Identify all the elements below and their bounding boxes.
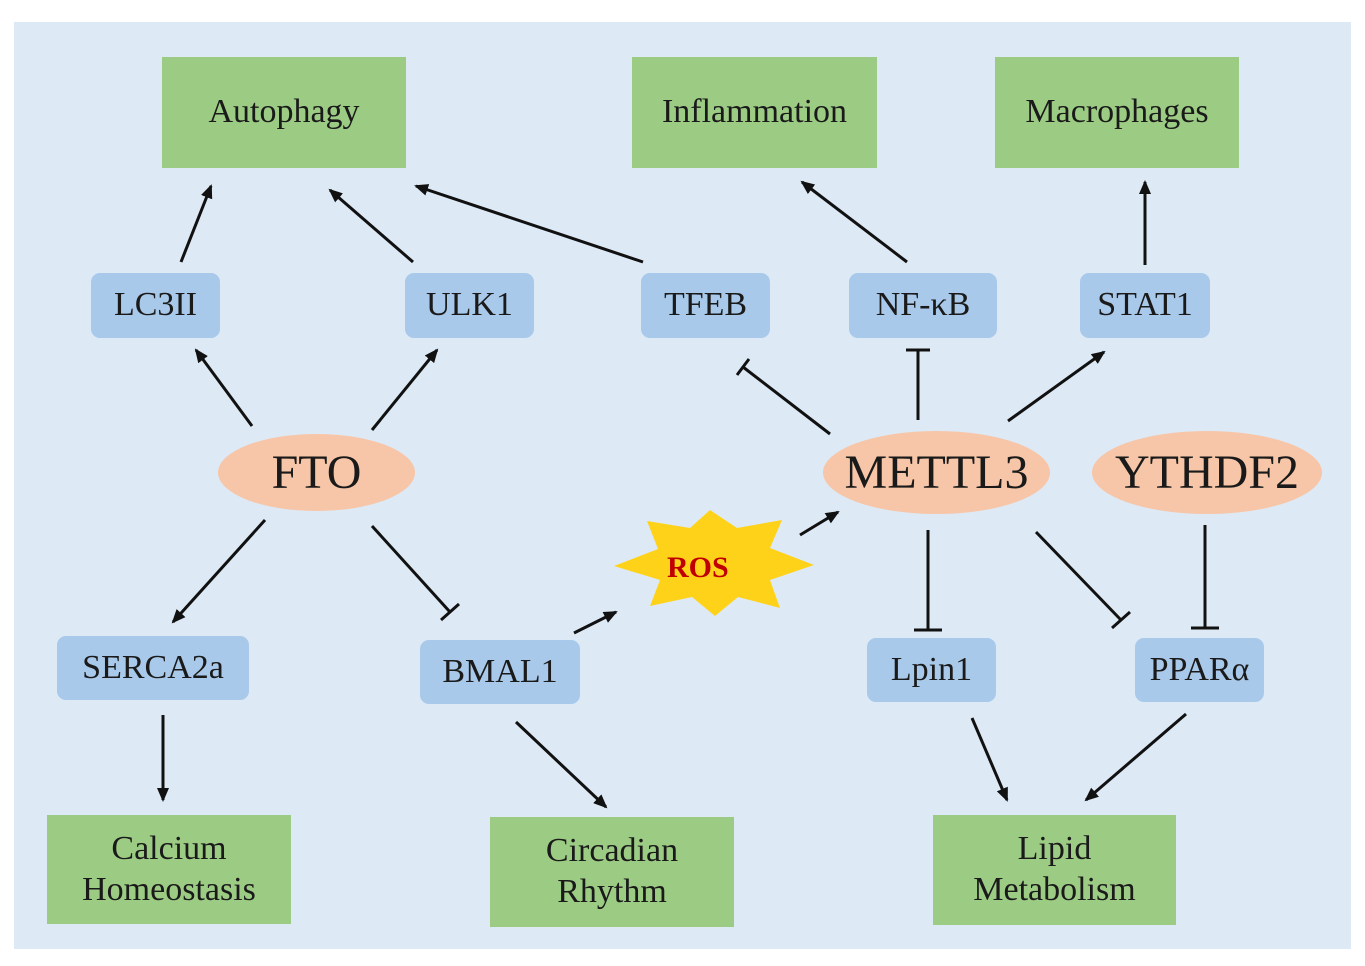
edge-fto-inhibits-bmal1: [370, 524, 452, 614]
edge-bmal1-circadian: [514, 720, 608, 809]
circadian-line2: Rhythm: [557, 873, 667, 910]
edge-lc3ii-autophagy: [179, 184, 213, 263]
macrophages-label: Macrophages: [1025, 93, 1209, 131]
mettl3-ellipse: METTL3: [823, 431, 1050, 514]
lipid-metabolism-box: Lipid Metabolism: [933, 815, 1176, 925]
inflammation-label: Inflammation: [661, 93, 848, 131]
bmal1-label: BMAL1: [442, 652, 558, 690]
edge-lpin1-lipid: [970, 717, 1009, 802]
ppara-label: PPARα: [1149, 650, 1250, 688]
edge-fto-lc3ii: [194, 348, 254, 427]
edge-ros-mettl3: [799, 510, 840, 537]
edge-ppara-lipid: [1084, 712, 1187, 802]
ros-burst-icon: [614, 510, 814, 616]
mettl3-label: METTL3: [844, 445, 1029, 499]
bmal1-box: BMAL1: [420, 640, 580, 704]
fto-ellipse: FTO: [218, 434, 415, 511]
edge-mettl3-inhibits-tfeb: [742, 365, 831, 436]
fto-label: FTO: [271, 445, 362, 499]
edge-bmal1-ros: [573, 610, 618, 635]
circadian-line1: Circadian: [545, 832, 679, 870]
edge-nfkb-inflammation: [800, 180, 908, 264]
nfkb-box: NF-κB: [849, 273, 997, 338]
lpin1-label: Lpin1: [890, 650, 973, 688]
lc3ii-box: LC3II: [91, 273, 220, 338]
edge-fto-ulk1: [370, 348, 439, 431]
ythdf2-label: YTHDF2: [1114, 445, 1299, 499]
tfeb-box: TFEB: [641, 273, 770, 338]
serca2a-label: SERCA2a: [82, 648, 224, 686]
autophagy-label: Autophagy: [208, 93, 360, 131]
calcium-line1: Calcium: [111, 829, 227, 867]
edge-tfeb-autophagy: [414, 184, 644, 264]
lpin1-box: Lpin1: [867, 638, 996, 702]
edge-fto-inhibits-bmal1-bar: [440, 602, 460, 622]
ythdf2-ellipse: YTHDF2: [1092, 431, 1322, 514]
stat1-box: STAT1: [1080, 273, 1210, 338]
edge-mettl3-inhibits-tfeb-bar: [735, 358, 751, 376]
tfeb-label: TFEB: [663, 286, 748, 324]
edge-ulk1-autophagy: [328, 188, 414, 264]
lc3ii-label: LC3II: [113, 286, 198, 324]
ppara-box: PPARα: [1135, 638, 1264, 702]
ulk1-box: ULK1: [405, 273, 534, 338]
edge-mettl3-inhibits-ppara: [1034, 530, 1123, 622]
edge-fto-serca2a: [171, 518, 267, 624]
edge-mettl3-stat1: [1007, 350, 1106, 423]
ros-label: ROS: [667, 551, 729, 584]
serca2a-box: SERCA2a: [57, 636, 249, 700]
lipid-line2: Metabolism: [973, 871, 1136, 908]
lipid-line1: Lipid: [1017, 830, 1092, 868]
circadian-rhythm-box: Circadian Rhythm: [490, 817, 734, 927]
edge-mettl3-inhibits-ppara-bar: [1111, 610, 1131, 630]
calcium-line2: Homeostasis: [82, 870, 256, 908]
stat1-label: STAT1: [1097, 286, 1193, 324]
nfkb-label: NF-κB: [875, 286, 971, 324]
autophagy-box: Autophagy: [162, 57, 406, 168]
inflammation-box: Inflammation: [632, 57, 877, 168]
calcium-homeostasis-box: Calcium Homeostasis: [47, 815, 291, 924]
ulk1-label: ULK1: [426, 286, 513, 324]
macrophages-box: Macrophages: [995, 57, 1239, 168]
